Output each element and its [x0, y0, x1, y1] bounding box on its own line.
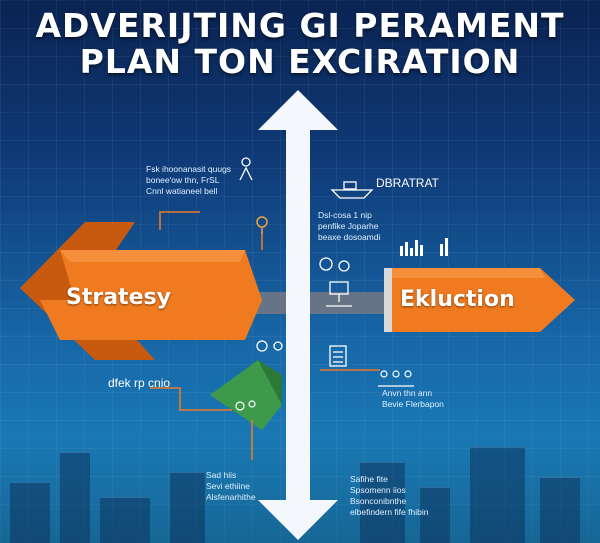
robot-icon [326, 281, 352, 307]
strategy-arrow [40, 250, 262, 340]
title-line-2: PLAN TON EXCIRATION [79, 42, 521, 81]
ship-icon [330, 181, 374, 199]
clipboard-icon [329, 345, 347, 367]
center-gray-band [238, 292, 390, 314]
note-bottom-right: Safihe fite Spsomenn iios Bsonconibnthe … [350, 474, 429, 517]
title-line-1: ADVERIJTING GI PERAMENT [35, 6, 565, 45]
execution-label: Ekluction [400, 287, 515, 312]
people-icon [235, 370, 414, 411]
lightbulb-icon [256, 216, 268, 234]
gear-icon [256, 257, 350, 352]
strategy-label: Stratesy [66, 285, 171, 310]
right-header-label: DBRATRAT [376, 176, 439, 190]
note-bottom-left: Sad hiis Sevi ethiine Alsfenarhithe [206, 470, 256, 502]
note-top-left: Fsk ihoonanasit quugs bonee'ow thn, FrSL… [146, 164, 232, 196]
vertical-double-arrow [258, 90, 338, 540]
note-lower-right: Anvn thn ann Bevie Flerbapon [382, 388, 444, 409]
chart-icon [400, 238, 448, 256]
connector-lines [150, 211, 380, 460]
note-mid-right: Dsl-cosa 1 nip penfike Joparhe beaxe dos… [318, 210, 381, 242]
person-icon [239, 157, 253, 181]
note-lower-left: dfek rp cnio [108, 376, 171, 390]
green-pyramid [210, 360, 282, 430]
execution-arrow [392, 268, 575, 332]
